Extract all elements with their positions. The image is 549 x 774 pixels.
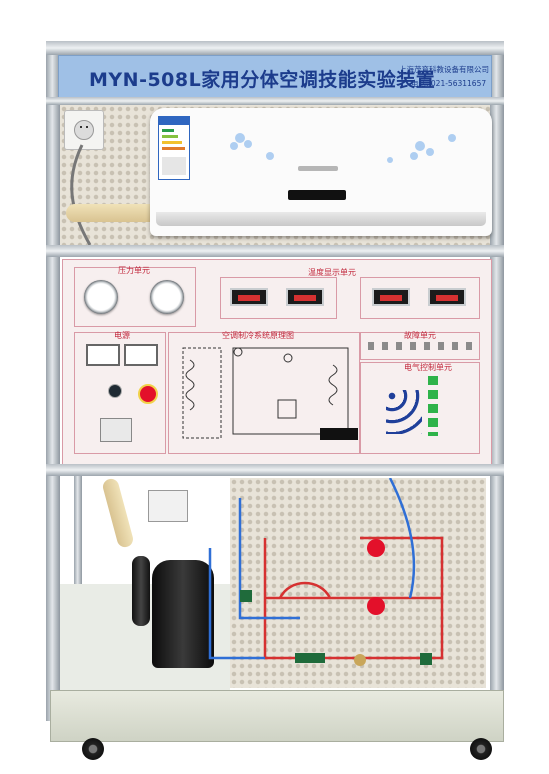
base-platform [50, 690, 504, 742]
pressure-gauge-icon [84, 280, 118, 314]
lower-perforated-panel [230, 478, 486, 688]
schematic-box [168, 332, 360, 454]
temperature-display [230, 288, 268, 306]
terminal-jacks[interactable] [386, 390, 422, 434]
schematic-title: 空调制冷系统原理图 [222, 331, 294, 340]
fault-unit-box [360, 332, 480, 360]
caster-wheel-icon [470, 738, 492, 760]
company-phone: 电话: 021-56311657 [411, 79, 487, 88]
energy-label [158, 116, 190, 180]
piping-network [208, 478, 444, 666]
fault-unit-title: 故障单元 [404, 331, 436, 340]
air-outlet [156, 212, 486, 226]
temperature-unit-box [220, 277, 337, 319]
contactor [148, 490, 188, 522]
compressor [152, 560, 214, 668]
top-frame-rail [46, 41, 504, 55]
title-banner: MYN-508L家用分体空调技能实验装置 上海茂育科教设备有限公司 电话: 02… [58, 55, 492, 99]
fault-switches[interactable] [368, 342, 472, 350]
voltmeter-icon [86, 344, 120, 366]
insulated-pipe [101, 477, 135, 549]
ac-indoor-unit [150, 108, 492, 236]
accumulator [132, 556, 150, 626]
caster-wheel-icon [82, 738, 104, 760]
power-socket-icon [64, 110, 104, 150]
floral-decoration [230, 133, 456, 163]
electrical-unit-title: 电气控制单元 [404, 363, 452, 372]
power-key-switch[interactable] [108, 384, 122, 398]
power-title: 电源 [114, 331, 130, 340]
banner-lower-rail [46, 97, 504, 105]
refrigeration-schematic [182, 347, 349, 439]
pressure-gauge-icon [150, 280, 184, 314]
left-frame-post [46, 41, 60, 721]
digital-display [320, 428, 358, 440]
temperature-display [372, 288, 410, 306]
middle-frame-rail [46, 245, 504, 257]
power-box [74, 332, 166, 454]
temperature-display [428, 288, 466, 306]
temperature-unit-box [360, 277, 480, 319]
company-name: 上海茂育科教设备有限公司 [399, 65, 489, 74]
pressure-unit-box [74, 267, 196, 327]
emergency-stop-icon[interactable] [138, 384, 158, 404]
temperature-display [286, 288, 324, 306]
brand-mark [298, 166, 338, 171]
temperature-unit-title: 温度显示单元 [308, 268, 356, 277]
pressure-unit-title: 压力单元 [118, 266, 150, 275]
banner-title: MYN-508L家用分体空调技能实验装置 [89, 69, 436, 91]
insulated-pipe [66, 204, 161, 222]
indicator-lights [428, 376, 438, 436]
display-window [288, 190, 346, 200]
power-cable [70, 144, 92, 246]
lower-frame-rail [46, 464, 504, 476]
right-frame-post [490, 41, 504, 721]
electrical-unit-box [360, 362, 480, 454]
voltmeter-icon [124, 344, 158, 366]
circuit-breaker[interactable] [100, 418, 132, 442]
